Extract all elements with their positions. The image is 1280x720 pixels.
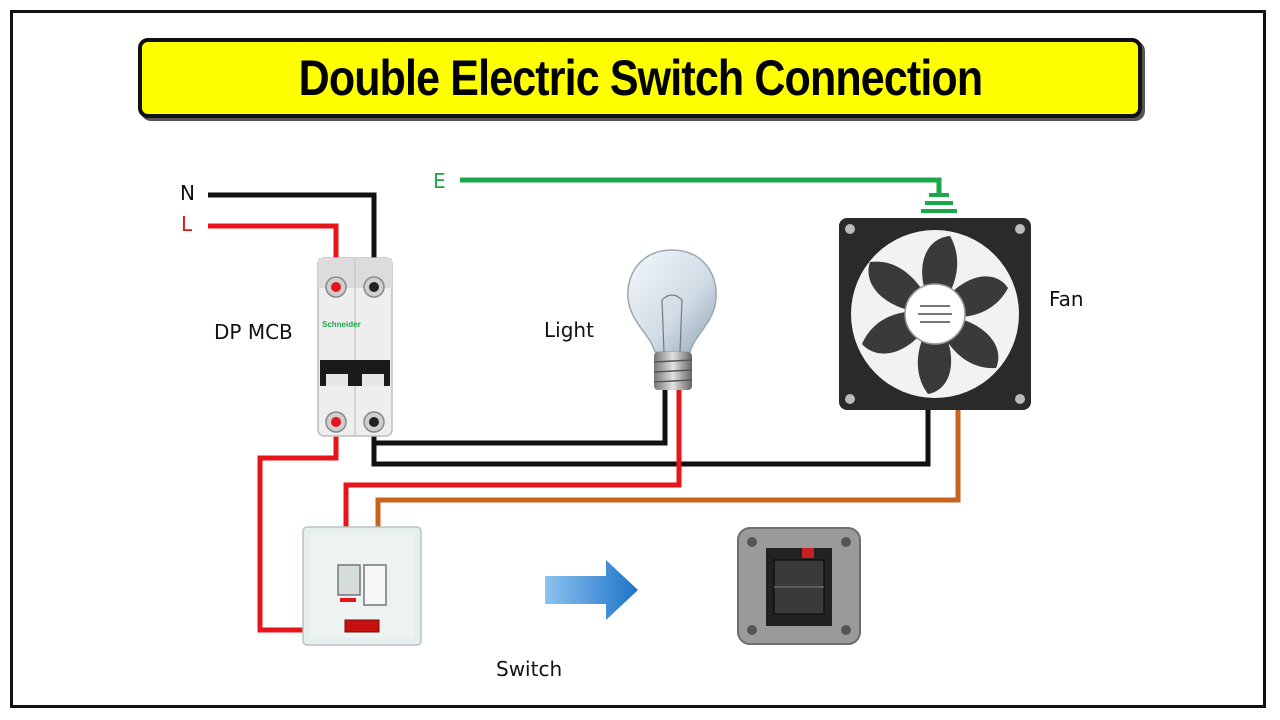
switch-mechanism-icon xyxy=(737,527,861,645)
fan-label: Fan xyxy=(1049,287,1084,311)
wall-switch-icon xyxy=(302,526,422,646)
live-to-switch-wire xyxy=(257,425,339,633)
title-banner: Double Electric Switch Connection xyxy=(138,38,1142,118)
neutral-to-fan-wire xyxy=(371,405,931,467)
live-label: L xyxy=(181,212,193,236)
neutral-supply-wire xyxy=(208,192,377,287)
earth-symbol-icon xyxy=(921,193,957,213)
neutral-label: N xyxy=(180,181,195,205)
diagram-frame xyxy=(10,10,1266,708)
circuit-breaker-icon: Schneider xyxy=(317,257,393,437)
page-title: Double Electric Switch Connection xyxy=(298,50,982,106)
earth-label: E xyxy=(433,169,446,193)
light-bulb-icon xyxy=(627,249,717,390)
mcb-brand: Schneider xyxy=(322,320,361,329)
switched-live-light-wire xyxy=(343,390,682,527)
live-supply-wire xyxy=(208,223,339,287)
fan-icon xyxy=(839,218,1031,410)
mcb-label: DP MCB xyxy=(214,320,293,344)
switch-label: Switch xyxy=(496,657,562,681)
earth-wire xyxy=(460,177,942,193)
arrow-right-icon xyxy=(545,560,638,620)
neutral-to-light-wire xyxy=(371,390,668,446)
switched-fan-wire xyxy=(375,405,961,527)
light-label: Light xyxy=(544,318,594,342)
